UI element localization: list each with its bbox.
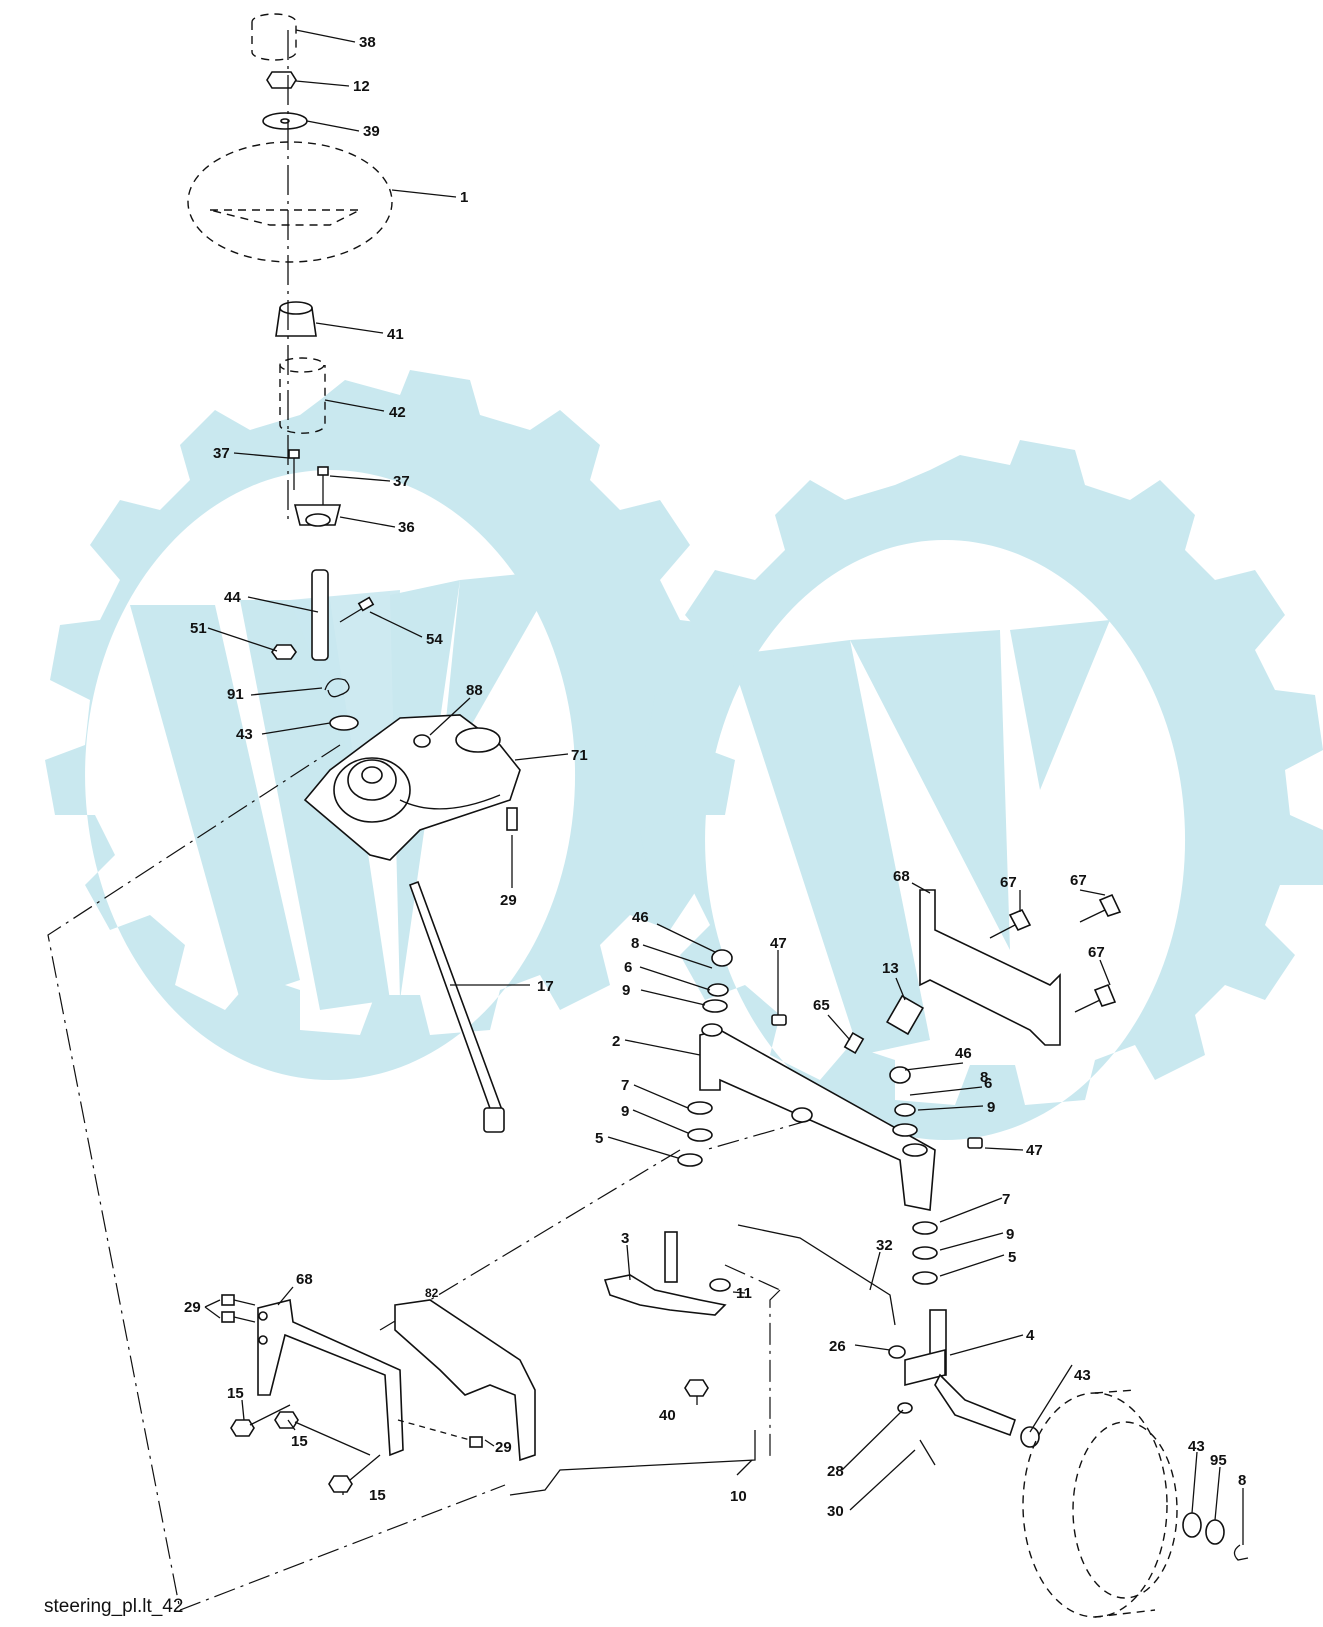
part-label: 8 [1238, 1472, 1246, 1489]
part-label: 65 [813, 997, 830, 1014]
part-label: 44 [224, 589, 241, 606]
part-label: 36 [398, 519, 415, 536]
part-label: 8 [980, 1069, 988, 1086]
part-label: 15 [291, 1433, 308, 1450]
part-label: 8 [631, 935, 639, 952]
part-label: 26 [829, 1338, 846, 1355]
part-label: 30 [827, 1503, 844, 1520]
part-label: 41 [387, 326, 404, 343]
part-label: 17 [537, 978, 554, 995]
part-label: 37 [393, 473, 410, 490]
part-label: 29 [500, 892, 517, 909]
part-label: 5 [1008, 1249, 1016, 1266]
part-label: 2 [612, 1033, 620, 1050]
part-label: 9 [1006, 1226, 1014, 1243]
part-label: 6 [624, 959, 632, 976]
part-label: 6 [984, 1075, 992, 1092]
part-label: 42 [389, 404, 406, 421]
leader-lines [204, 29, 1244, 1545]
part-label: 40 [659, 1407, 676, 1424]
steering-bracket-assembly [221, 1294, 536, 1493]
part-label: 43 [236, 726, 253, 743]
part-labels: 38 12 39 1 41 42 37 37 36 44 54 51 91 88… [184, 34, 1246, 1520]
part-label: 39 [363, 123, 380, 140]
part-label: 9 [987, 1099, 995, 1116]
part-label: 54 [426, 631, 443, 648]
part-label: 67 [1070, 872, 1087, 889]
part-label: 38 [359, 34, 376, 51]
part-label: 1 [460, 189, 468, 206]
part-label: 46 [632, 909, 649, 926]
part-label: 43 [1074, 1367, 1091, 1384]
part-label: 7 [621, 1077, 629, 1094]
diagram-caption: steering_pl.lt_42 [44, 1596, 184, 1617]
part-label: 3 [621, 1230, 629, 1247]
part-label: 46 [955, 1045, 972, 1062]
part-label: 67 [1000, 874, 1017, 891]
part-label: 47 [770, 935, 787, 952]
steering-column-assembly [187, 13, 521, 1133]
part-label: 88 [466, 682, 483, 699]
part-label: 15 [227, 1385, 244, 1402]
front-axle-assembly [509, 889, 1249, 1618]
part-label: 12 [353, 78, 370, 95]
part-label: 29 [184, 1299, 201, 1316]
part-label: 43 [1188, 1438, 1205, 1455]
assembly-outline [47, 744, 811, 1611]
part-label: 71 [571, 747, 588, 764]
part-label: 37 [213, 445, 230, 462]
part-label: 32 [876, 1237, 893, 1254]
part-label: 9 [622, 982, 630, 999]
part-label: 68 [296, 1271, 313, 1288]
part-label: 91 [227, 686, 244, 703]
part-label: 82 [425, 1286, 439, 1300]
part-label: 95 [1210, 1452, 1227, 1469]
part-label: 67 [1088, 944, 1105, 961]
part-label: 47 [1026, 1142, 1043, 1159]
part-label: 51 [190, 620, 207, 637]
part-label: 5 [595, 1130, 603, 1147]
part-label: 68 [893, 868, 910, 885]
part-label: 11 [736, 1285, 752, 1302]
part-label: 13 [882, 960, 899, 977]
gear-w-watermark [45, 370, 1323, 1141]
part-label: 29 [495, 1439, 512, 1456]
part-label: 15 [369, 1487, 386, 1504]
part-label: 28 [827, 1463, 844, 1480]
part-label: 9 [621, 1103, 629, 1120]
part-label: 10 [730, 1488, 747, 1505]
part-label: 7 [1002, 1191, 1010, 1208]
part-label: 4 [1026, 1327, 1035, 1344]
